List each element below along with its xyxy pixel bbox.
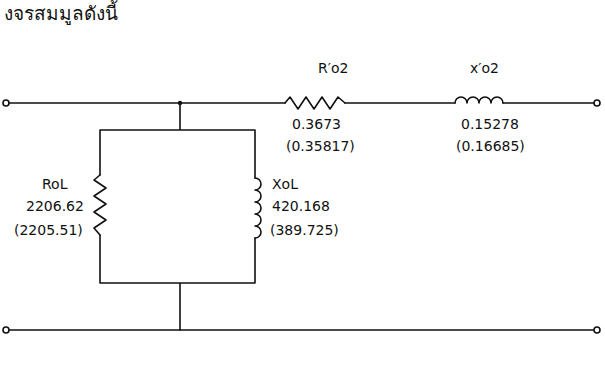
value-label: 2206.62 — [26, 198, 84, 215]
component-name: x′o2 — [470, 60, 499, 77]
resistor-symbol — [94, 175, 106, 235]
terminal — [3, 327, 9, 333]
value-label: 0.15278 — [461, 116, 519, 133]
inductor-symbol — [255, 178, 261, 238]
shunt-wire — [100, 103, 255, 330]
resistor-symbol — [285, 97, 345, 109]
value-label: 0.3673 — [292, 116, 341, 133]
terminal — [3, 100, 9, 106]
value-label: (389.725) — [270, 222, 339, 239]
component-name: R′o2 — [318, 60, 348, 77]
component-name: XoL — [272, 176, 298, 193]
inductor-symbol — [455, 97, 503, 103]
bottom-wire — [9, 329, 594, 331]
value-label: (0.16685) — [456, 138, 525, 155]
junction-dot — [178, 101, 182, 105]
value-label: (2205.51) — [14, 222, 83, 239]
caption-text: งจรสมมูลดังนี้ — [4, 2, 118, 25]
terminal — [594, 100, 600, 106]
value-label: (0.35817) — [286, 138, 355, 155]
component-name: RoL — [42, 176, 67, 193]
value-label: 420.168 — [272, 198, 330, 215]
terminal — [594, 327, 600, 333]
